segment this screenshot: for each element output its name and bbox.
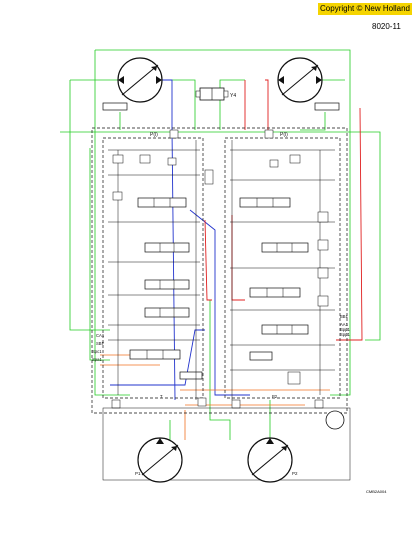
port-p2-label: P2 bbox=[272, 394, 278, 399]
port-bpp-label: Bpp1 bbox=[340, 327, 350, 332]
block-left-label: P(l) bbox=[150, 132, 158, 138]
port-a1-label: AA1 bbox=[340, 322, 349, 327]
pump-left-label: P1 bbox=[135, 471, 141, 476]
port-spa-label: Spa1 bbox=[92, 357, 102, 362]
spool-dividers-right bbox=[256, 198, 293, 334]
spools-right bbox=[239, 197, 309, 361]
internal-lines bbox=[108, 140, 335, 400]
drawing-code: CMB2A004 bbox=[366, 489, 387, 494]
pump-left: P1 bbox=[135, 437, 183, 483]
small-components bbox=[111, 129, 329, 409]
motor-right bbox=[277, 57, 340, 111]
valve-block-outlines bbox=[91, 127, 348, 414]
copyright-badge: Copyright © New Holland bbox=[318, 3, 412, 15]
pump-right-label: P2 bbox=[292, 471, 298, 476]
tank-symbol bbox=[325, 410, 345, 430]
port-spp-label: Spp1 bbox=[340, 332, 350, 337]
motor-left bbox=[102, 57, 163, 111]
port-ca-label: CA1 bbox=[96, 333, 105, 338]
spool-dividers-left bbox=[146, 198, 175, 359]
solenoid-valve-y4: Y4 bbox=[195, 87, 236, 101]
spools-left bbox=[129, 197, 203, 380]
figure-id: 8020-11 bbox=[372, 22, 401, 31]
block-right-label: P(l) bbox=[280, 132, 288, 138]
port-b1-label: BB1 bbox=[340, 314, 349, 319]
port-labels: BB1 AA1 Bpp1 Spp1 CA1 SBF Spc1 Spa1 T P2 bbox=[92, 314, 350, 399]
lower-frame bbox=[102, 407, 351, 481]
port-sbf-label: SBF bbox=[96, 341, 105, 346]
valve-y4-label: Y4 bbox=[230, 93, 236, 99]
pump-right: P2 bbox=[247, 437, 298, 483]
port-t-label: T bbox=[160, 394, 163, 399]
drain-lines bbox=[100, 354, 330, 440]
port-spc-label: Spc1 bbox=[92, 349, 102, 354]
